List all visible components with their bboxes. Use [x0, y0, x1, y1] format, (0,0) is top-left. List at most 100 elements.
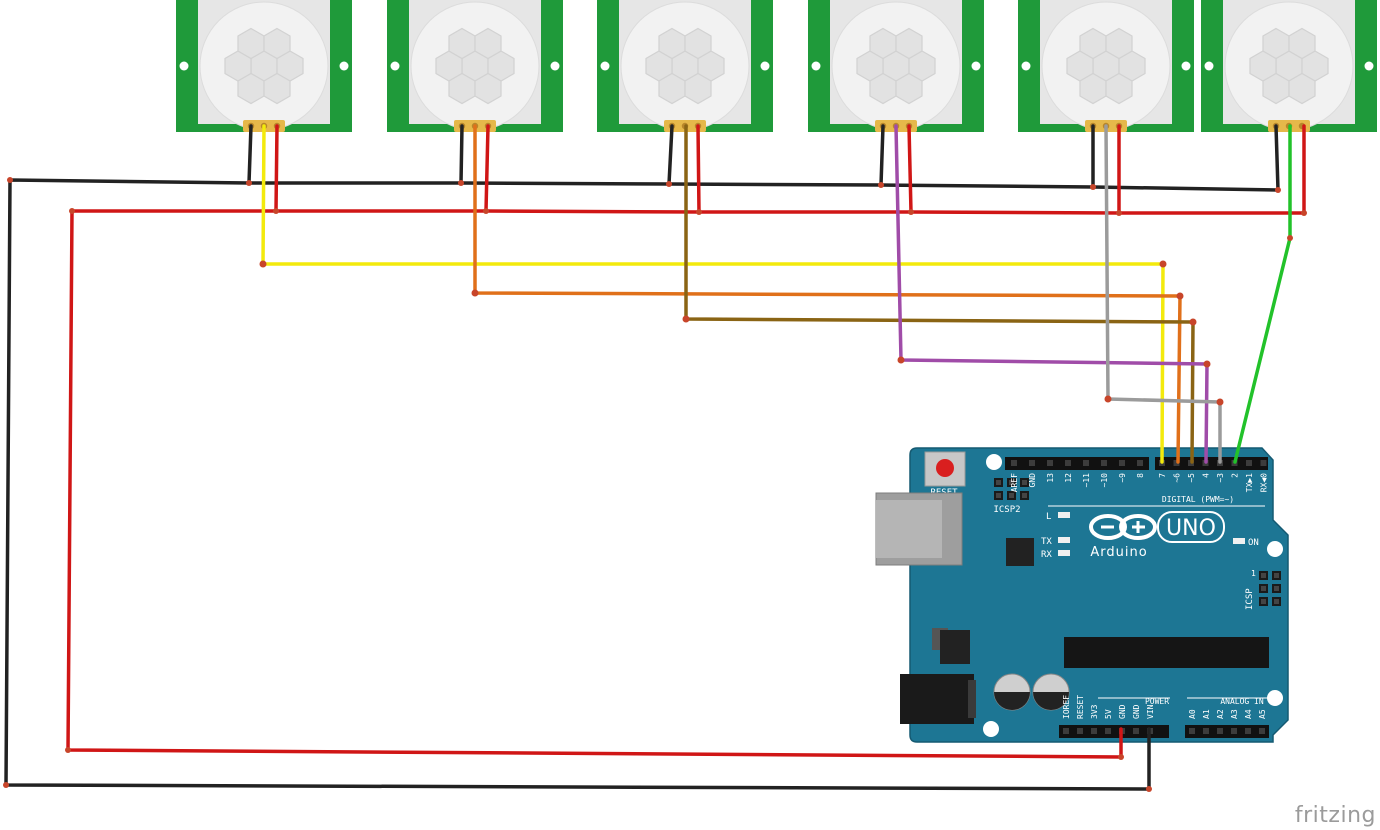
pin-label: 7 [1158, 473, 1167, 478]
pir-sensor-5 [1017, 0, 1195, 133]
pin-label: RX◀0 [1260, 473, 1269, 492]
pin-label: TX▶1 [1245, 473, 1254, 492]
header-pin-hole [1231, 728, 1237, 734]
power-label: POWER [1145, 697, 1169, 706]
header-pin-hole [1189, 728, 1195, 734]
pir-sensor-4 [807, 0, 985, 133]
pin-label: A4 [1244, 709, 1253, 719]
pin-label: A5 [1258, 709, 1267, 719]
pin-label: 12 [1064, 473, 1073, 483]
wire-5v-drop [274, 124, 279, 213]
pir-sensors [175, 0, 1378, 133]
led-l [1058, 512, 1070, 518]
pir-sensor-3 [596, 0, 774, 133]
pin-label: ~11 [1082, 473, 1091, 488]
header-pin-hole [1245, 728, 1251, 734]
mount-hole [1267, 541, 1283, 557]
header-pin-hole [1260, 460, 1267, 466]
pin-label: 13 [1046, 473, 1055, 483]
arduino-logo [1089, 514, 1157, 540]
pin-label: 8 [1136, 473, 1145, 478]
header-pin-hole [1173, 460, 1180, 466]
pin-label: IOREF [1062, 695, 1071, 719]
pin-label: GND [1028, 473, 1037, 488]
wire-5v-drop [696, 124, 701, 214]
on-label: ON [1248, 538, 1259, 548]
pin-label: ~9 [1118, 473, 1127, 483]
pin-label: ~10 [1100, 473, 1109, 488]
header-pin-hole [1029, 460, 1035, 466]
wire-signal-pin3 [1104, 124, 1222, 464]
usb-chip [1006, 538, 1034, 566]
wire-gnd-drop [247, 124, 253, 185]
pin-label: GND [1132, 704, 1141, 719]
header-pin-hole [1133, 728, 1139, 734]
atmega-chip [1064, 637, 1269, 668]
wire-gnd-drop [459, 124, 464, 185]
digital-pin-header [1155, 457, 1268, 470]
icsp2-label: ICSP2 [993, 505, 1020, 515]
wire-signal-pin6 [473, 124, 1182, 464]
analog-pin-header [1185, 725, 1269, 738]
arduino-uno-board: RESET ICSP2 AREF GND 13 12 ~11 ~10 ~9 8 7 ~6 ~5 4 ~… [875, 447, 1289, 743]
pir-sensor-6 [1200, 0, 1378, 133]
pin-label: ~5 [1187, 473, 1196, 483]
uno-label: UNO [1166, 516, 1216, 541]
header-pin-hole [1063, 728, 1069, 734]
pin-label: 5V [1104, 709, 1113, 719]
wire-gnd [4, 178, 1280, 791]
wire-5v-drop [484, 124, 490, 213]
wire-signal-pin4 [894, 124, 1209, 464]
wire-bend-points [3, 177, 1307, 792]
header-pin-hole [1011, 460, 1017, 466]
header-pin-hole [1259, 728, 1265, 734]
led-l-label: L [1046, 512, 1051, 522]
wire-signal-pin5 [684, 124, 1195, 464]
led-tx [1058, 537, 1070, 543]
pin-label: AREF [1010, 473, 1019, 492]
header-pin-hole [1077, 728, 1083, 734]
pin-label: A3 [1230, 709, 1239, 719]
pin-label: 4 [1202, 473, 1211, 478]
analog-label: ANALOG IN [1220, 697, 1264, 706]
wire-gnd-drop [1274, 124, 1280, 192]
pin-label: ~6 [1173, 473, 1182, 483]
wire-gnd-drop [667, 124, 674, 186]
icsp-pin1-label: 1 [1251, 569, 1256, 578]
wire-gnd-drop [879, 124, 885, 187]
header-pin-hole [1105, 728, 1111, 734]
mount-hole [1267, 690, 1283, 706]
digital-label: DIGITAL (PWM=~) [1162, 495, 1234, 504]
mount-hole [986, 454, 1002, 470]
arduino-brand-label: Arduino [1090, 545, 1147, 560]
pin-label: A2 [1216, 709, 1225, 719]
power-jack-back [968, 680, 976, 718]
pin-label: 2 [1231, 473, 1240, 478]
voltage-regulator [940, 630, 970, 664]
header-pin-hole [1065, 460, 1071, 466]
led-on [1233, 538, 1245, 544]
top-pin-header [1005, 457, 1149, 470]
led-tx-label: TX [1041, 537, 1052, 547]
power-pin-header [1059, 725, 1169, 738]
pir-sensor-1 [175, 0, 353, 133]
reset-button-cap[interactable] [936, 459, 954, 477]
header-pin-hole [1119, 460, 1125, 466]
pin-label: RESET [1076, 695, 1085, 719]
power-jack [900, 674, 974, 724]
pin-label: A0 [1188, 709, 1197, 719]
wires [4, 124, 1306, 791]
wire-5v-drop [907, 124, 913, 214]
pin-label: 3V3 [1090, 704, 1099, 719]
led-rx-label: RX [1041, 550, 1052, 560]
uno-badge [1157, 511, 1225, 543]
led-rx [1058, 550, 1070, 556]
header-pin-hole [1083, 460, 1089, 466]
top-header-labels: AREF GND 13 12 ~11 ~10 ~9 8 [1010, 460, 1145, 492]
usb-connector-inner [876, 500, 942, 558]
mount-hole [983, 721, 999, 737]
header-pin-hole [1091, 728, 1097, 734]
